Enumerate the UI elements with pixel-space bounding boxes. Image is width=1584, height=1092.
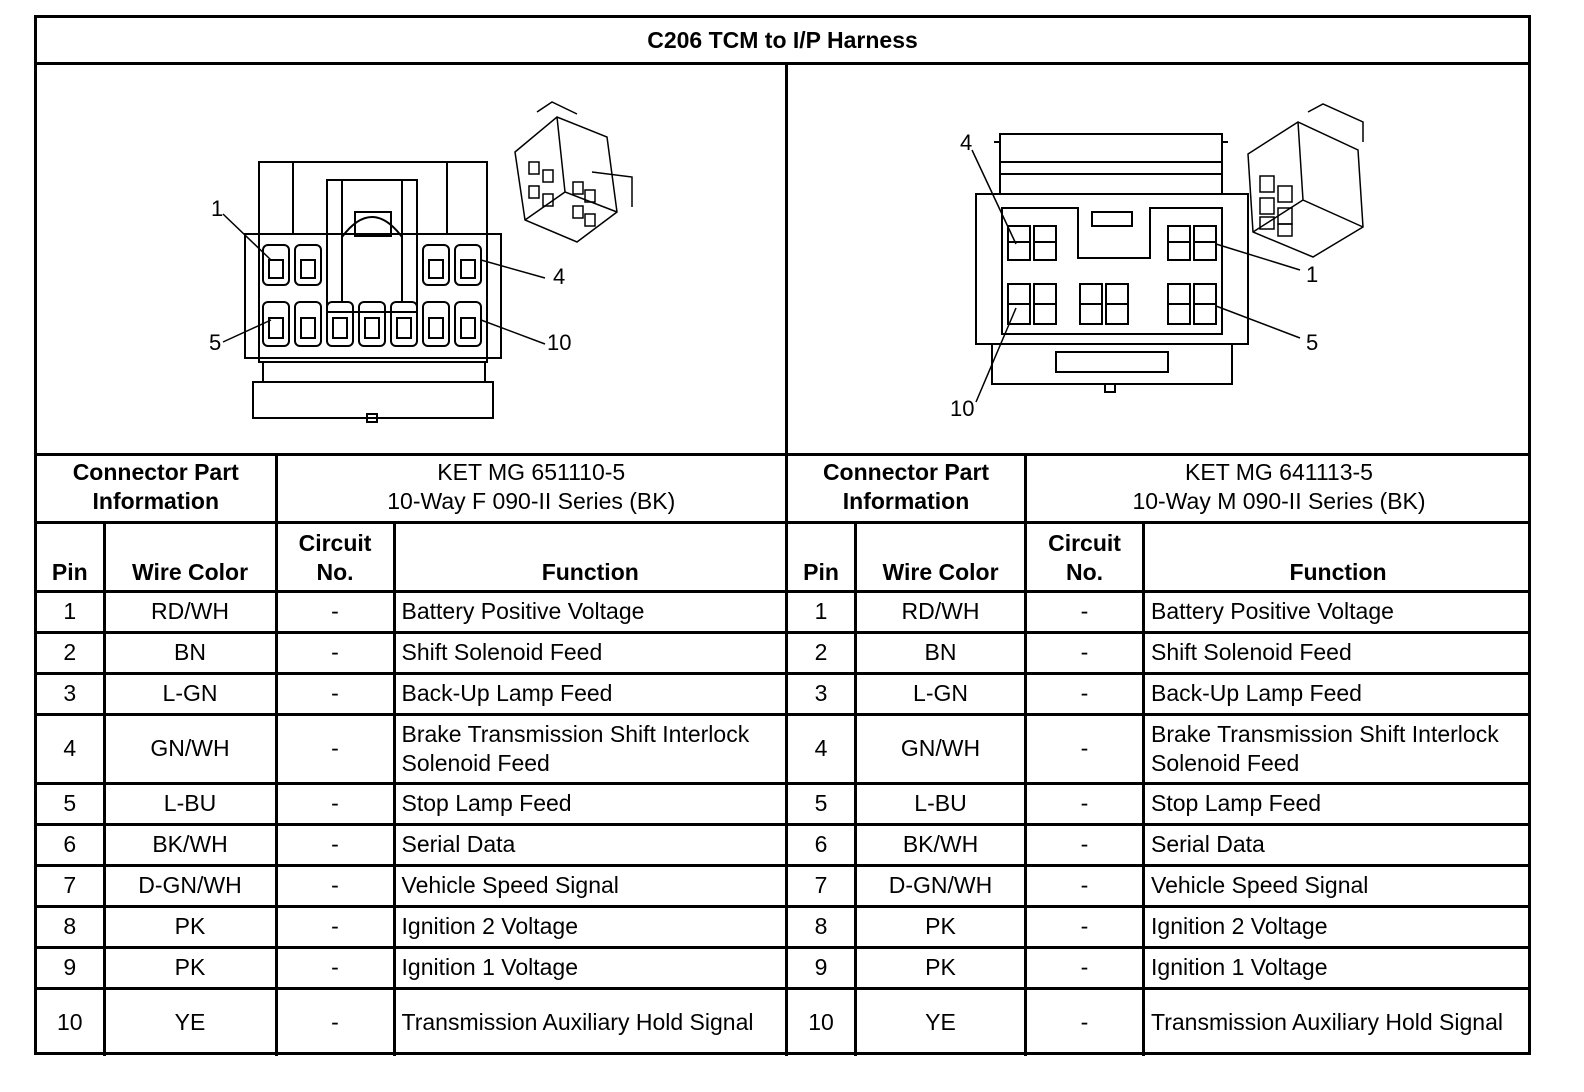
left-pin-callout-5: 5 [209,330,222,355]
female-connector-face-drawing [222,101,633,423]
male-connector-face-drawing [971,103,1364,403]
bottom-row-pins [1007,283,1217,325]
column-header-function: Function [1142,520,1531,593]
connector-part-info-label: Connector Part Information [37,453,278,524]
left-pin-callout-10: 10 [547,330,572,355]
right-pinout-table: Connector Part Information KET MG 641113… [784,453,1531,1056]
female-connector-isometric-view [514,101,633,243]
right-connector-drawing-panel: 4 1 5 10 [788,62,1531,456]
column-header-function: Function [392,520,789,593]
right-pin-callout-10: 10 [950,396,975,421]
page-title: C206 TCM to I/P Harness [37,18,1528,65]
left-pin-callout-4: 4 [553,264,566,289]
left-pin-callout-1: 1 [211,196,224,221]
left-pinout-table: Connector Part Information KET MG 651110… [37,453,789,1056]
male-connector-isometric-view [1247,103,1364,258]
column-header-wire-color: Wire Color [853,520,1028,593]
column-header-wire-color: Wire Color [102,520,278,593]
right-pin-callout-5: 5 [1306,330,1319,355]
right-pin-callout-4: 4 [960,130,973,155]
top-row-cavities [262,244,482,286]
connector-part-info-label: Connector Part Information [784,453,1028,524]
column-header-pin: Pin [37,520,106,593]
connector-sheet: C206 TCM to I/P Harness [34,15,1531,1056]
column-header-pin: Pin [785,520,857,593]
left-connector-drawing-panel: 1 4 5 10 [37,62,788,456]
top-row-pins [1007,225,1217,261]
right-pin-callout-1: 1 [1306,262,1319,287]
bottom-row-cavities [262,301,482,347]
